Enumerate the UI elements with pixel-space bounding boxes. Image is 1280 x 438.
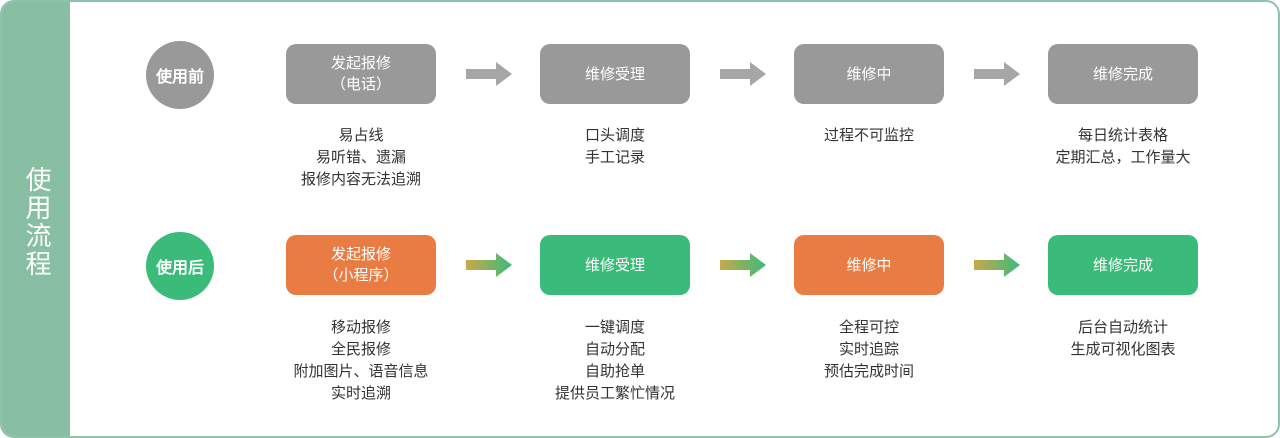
desc-line: 实时追踪 bbox=[838, 340, 899, 358]
desc-line: 自助抢单 bbox=[584, 362, 645, 380]
sidebar-title: 使用流程 bbox=[21, 166, 51, 278]
sidebar: 使用流程 bbox=[2, 2, 70, 436]
desc-line: 过程不可监控 bbox=[823, 126, 914, 144]
right-arrow-icon bbox=[974, 62, 1020, 86]
after-step-report: 发起报修 （小程序） bbox=[286, 235, 436, 295]
right-arrow-icon bbox=[720, 62, 766, 86]
desc-line: 附加图片、语音信息 bbox=[293, 362, 429, 380]
desc-line: 易听错、遗漏 bbox=[315, 148, 406, 166]
before-step-repairing: 维修中 bbox=[794, 44, 944, 104]
desc-line: 后台自动统计 bbox=[1077, 318, 1168, 336]
desc-line: 全程可控 bbox=[838, 318, 899, 336]
before-desc-report: 易占线 易听错、遗漏 报修内容无法追溯 bbox=[271, 124, 451, 190]
right-arrow-icon bbox=[974, 253, 1020, 277]
desc-line: 自动分配 bbox=[584, 340, 645, 358]
desc-line: 生成可视化图表 bbox=[1070, 340, 1176, 358]
desc-line: 每日统计表格 bbox=[1077, 126, 1168, 144]
desc-line: 移动报修 bbox=[330, 318, 391, 336]
right-arrow-icon bbox=[466, 62, 512, 86]
desc-line: 提供员工繁忙情况 bbox=[554, 384, 675, 402]
before-step-accept: 维修受理 bbox=[540, 44, 690, 104]
desc-line: 手工记录 bbox=[584, 148, 645, 166]
after-step-accept: 维修受理 bbox=[540, 235, 690, 295]
after-desc-repairing: 全程可控 实时追踪 预估完成时间 bbox=[779, 316, 959, 382]
right-arrow-icon bbox=[720, 253, 766, 277]
desc-line: 预估完成时间 bbox=[823, 362, 914, 380]
desc-line: 全民报修 bbox=[330, 340, 391, 358]
desc-line: 易占线 bbox=[338, 126, 384, 144]
step-sublabel: （电话） bbox=[330, 75, 391, 93]
step-label: 发起报修 bbox=[330, 54, 391, 72]
desc-line: 报修内容无法追溯 bbox=[300, 170, 421, 188]
after-step-complete: 维修完成 bbox=[1048, 235, 1198, 295]
row-label-before: 使用前 bbox=[146, 41, 214, 109]
step-label: 发起报修 bbox=[330, 245, 391, 263]
desc-line: 定期汇总，工作量大 bbox=[1055, 148, 1191, 166]
desc-line: 一键调度 bbox=[584, 318, 645, 336]
after-step-repairing: 维修中 bbox=[794, 235, 944, 295]
desc-line: 实时追溯 bbox=[330, 384, 391, 402]
step-label: 维修中 bbox=[846, 255, 892, 274]
step-label: 维修完成 bbox=[1092, 255, 1153, 274]
step-label: 维修中 bbox=[846, 64, 892, 83]
desc-line: 口头调度 bbox=[584, 126, 645, 144]
right-arrow-icon bbox=[466, 253, 512, 277]
step-sublabel: （小程序） bbox=[323, 266, 399, 284]
before-step-complete: 维修完成 bbox=[1048, 44, 1198, 104]
before-desc-accept: 口头调度 手工记录 bbox=[525, 124, 705, 168]
before-desc-repairing: 过程不可监控 bbox=[779, 124, 959, 146]
after-desc-report: 移动报修 全民报修 附加图片、语音信息 实时追溯 bbox=[271, 316, 451, 404]
after-desc-complete: 后台自动统计 生成可视化图表 bbox=[1033, 316, 1213, 360]
before-desc-complete: 每日统计表格 定期汇总，工作量大 bbox=[1033, 124, 1213, 168]
after-desc-accept: 一键调度 自动分配 自助抢单 提供员工繁忙情况 bbox=[525, 316, 705, 404]
step-label: 维修受理 bbox=[584, 64, 645, 83]
step-label: 维修完成 bbox=[1092, 64, 1153, 83]
before-step-report: 发起报修 （电话） bbox=[286, 44, 436, 104]
step-label: 维修受理 bbox=[584, 255, 645, 274]
row-label-after: 使用后 bbox=[146, 232, 214, 300]
